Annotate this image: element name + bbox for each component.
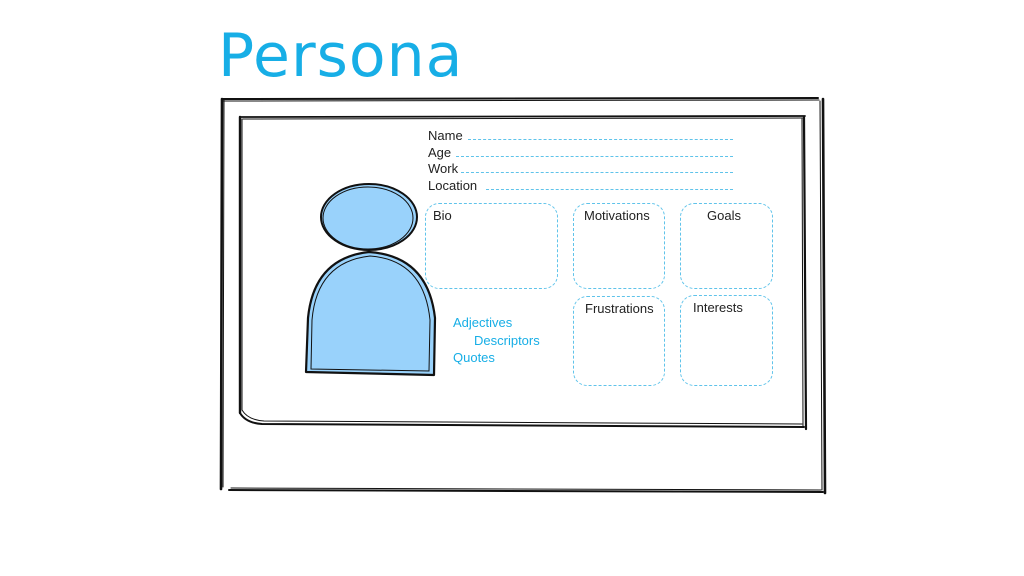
- descriptors-text: Descriptors: [474, 333, 540, 348]
- interests-box[interactable]: Interests: [680, 295, 773, 386]
- bio-box[interactable]: Bio: [425, 203, 558, 289]
- bio-label: Bio: [433, 208, 452, 223]
- field-label-location: Location: [428, 178, 478, 193]
- field-line-work[interactable]: [461, 172, 733, 173]
- goals-label: Goals: [707, 208, 741, 223]
- motivations-label: Motivations: [584, 208, 650, 223]
- field-label-age: Age: [428, 145, 452, 160]
- avatar-person-icon: [304, 183, 437, 377]
- field-line-name[interactable]: [468, 139, 733, 140]
- outer-frame: [219, 97, 827, 495]
- field-line-age[interactable]: [456, 156, 733, 157]
- adjectives-text: Adjectives: [453, 315, 513, 330]
- quotes-text: Quotes: [453, 350, 495, 365]
- motivations-box[interactable]: Motivations: [573, 203, 665, 289]
- goals-box[interactable]: Goals: [680, 203, 773, 289]
- field-label-work: Work: [428, 161, 459, 176]
- inner-card: [238, 115, 808, 431]
- field-line-location[interactable]: [486, 189, 733, 190]
- frustrations-label: Frustrations: [585, 301, 654, 316]
- interests-label: Interests: [693, 300, 743, 315]
- page-title: Persona: [218, 21, 464, 91]
- frustrations-box[interactable]: Frustrations: [573, 296, 665, 386]
- field-label-name: Name: [428, 128, 463, 143]
